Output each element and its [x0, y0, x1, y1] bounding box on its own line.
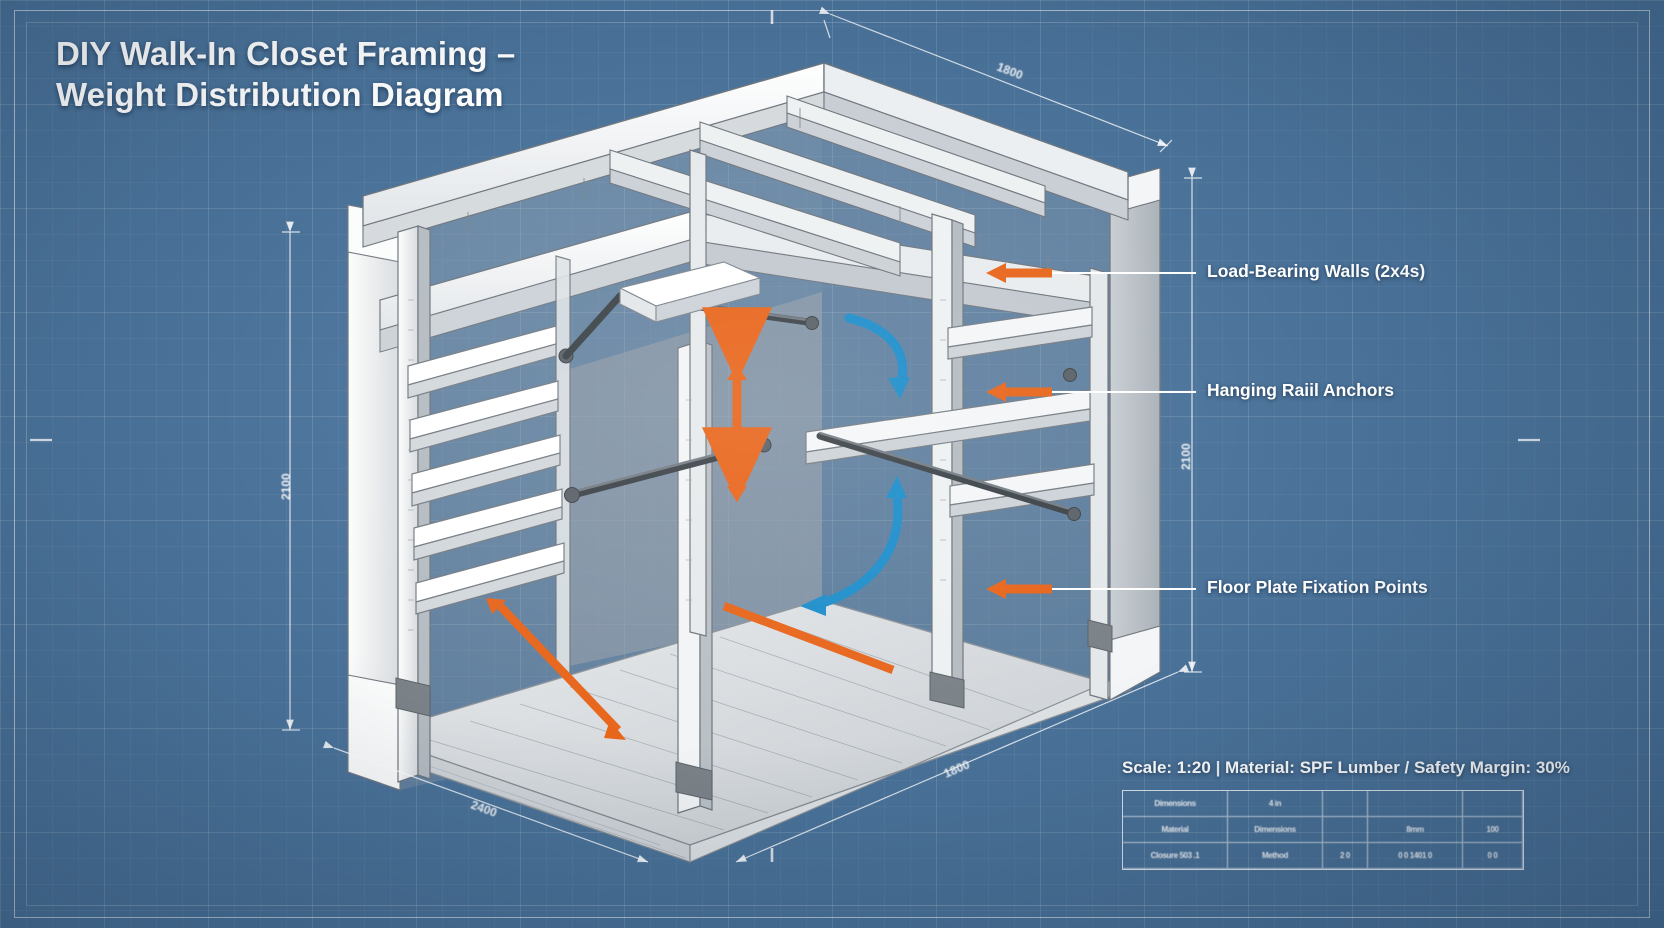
spec-table-cell — [1322, 791, 1368, 817]
dimension-height-right: 2100 — [1179, 443, 1193, 470]
force-curve-lower-transfer — [800, 476, 907, 616]
spec-table-cell: 4 in — [1227, 791, 1323, 817]
spec-table-cell — [1367, 791, 1463, 817]
info-bar: Scale: 1:20 | Material: SPF Lumber / Saf… — [1122, 758, 1570, 870]
shelf — [415, 542, 565, 615]
hanging-rail-anchor — [1063, 368, 1077, 382]
dimension-height-left: 2100 — [279, 473, 293, 500]
callout-label-floor-plate-fixation: Floor Plate Fixation Points — [1207, 577, 1428, 598]
spec-table-cell: 2 0 — [1322, 843, 1368, 869]
shelf — [413, 488, 563, 561]
callout-arrow-icon — [986, 579, 1006, 599]
scale-label: Scale: 1:20 — [1122, 758, 1211, 777]
material-value: SPF Lumber / Safety Margin: 30% — [1300, 758, 1570, 777]
force-curve-upper-transfer — [844, 313, 910, 399]
shelf — [411, 434, 561, 507]
material-label: Material: — [1225, 758, 1295, 777]
title-line-2: Weight Distribution Diagram — [56, 75, 696, 116]
spec-table-cell: Material — [1123, 817, 1228, 843]
shelf — [407, 325, 557, 399]
callout-arrow-icon — [986, 382, 1006, 402]
spec-table-cell: 8mm — [1367, 817, 1463, 843]
spec-table-cell: 100 — [1462, 817, 1523, 843]
spec-table-cell: 0 0 1401 0 — [1367, 843, 1463, 869]
spec-table-cell: Dimensions — [1227, 817, 1323, 843]
shelf — [947, 306, 1093, 360]
page-title: DIY Walk-In Closet Framing – Weight Dist… — [56, 34, 696, 115]
spec-table: Dimensions4 inMaterialDimensions 8mm100Cl… — [1122, 790, 1524, 870]
spec-table-cell: 0 0 — [1462, 843, 1523, 869]
callout-arrow-icon — [986, 263, 1006, 283]
callout-label-load-bearing-walls: Load-Bearing Walls (2x4s) — [1207, 261, 1425, 282]
force-arrow-vertical-load — [701, 307, 773, 503]
shelf — [409, 380, 559, 453]
spec-table-cell — [1322, 817, 1368, 843]
spec-table-cell: Method — [1227, 843, 1323, 869]
spec-table-cell — [1462, 791, 1523, 817]
hanging-rail — [816, 431, 1081, 521]
title-line-1: DIY Walk-In Closet Framing – — [56, 34, 696, 75]
upper-storage-box — [618, 261, 762, 323]
callout-label-hanging-rail-anchors: Hanging Raiil Anchors — [1207, 380, 1394, 401]
callout-leaders — [986, 263, 1196, 599]
spec-table-cell: Dimensions — [1123, 791, 1228, 817]
spec-table-cell: Closure 503 .1 — [1123, 843, 1228, 869]
info-separator: | — [1211, 758, 1225, 777]
left-shelf-stack — [407, 325, 565, 615]
info-bar-title: Scale: 1:20 | Material: SPF Lumber / Saf… — [1122, 758, 1570, 778]
force-arrow-floor-spread — [486, 598, 895, 740]
